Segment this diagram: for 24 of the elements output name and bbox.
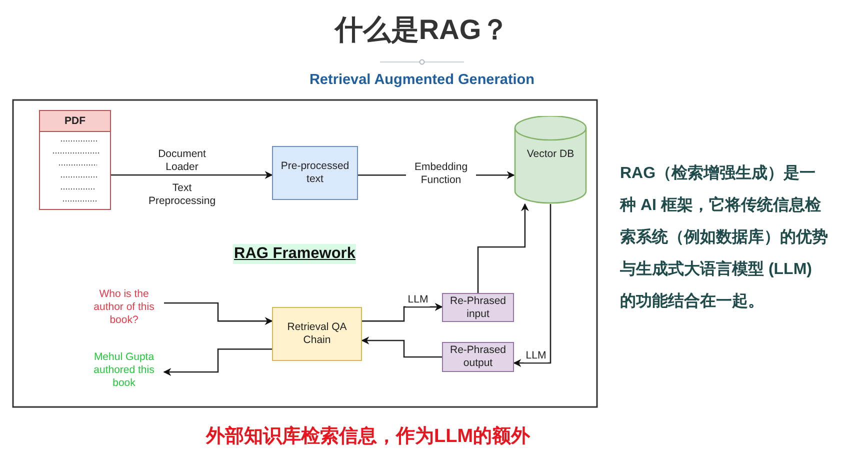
arrow <box>164 302 273 326</box>
arrow <box>513 204 552 367</box>
process-box: Re-Phrased output <box>442 342 514 372</box>
arrow <box>163 348 272 376</box>
cylinder-label: Vector DB <box>526 148 576 161</box>
process-box: Pre-processed text <box>272 146 358 200</box>
edge-label: LLM <box>406 294 430 306</box>
document-box <box>39 110 111 210</box>
arrow <box>361 336 442 358</box>
arrow <box>111 171 273 179</box>
subtitle: Retrieval Augmented Generation <box>308 72 536 88</box>
document-header: PDF <box>40 111 110 132</box>
question-text: Who is the author of this book? <box>84 287 164 327</box>
arrow <box>477 203 529 293</box>
title: 什么是RAG？ <box>333 13 510 47</box>
answer-text: Mehul Gupta authored this book <box>84 350 164 390</box>
edge-note: Text Preprocessing <box>147 182 217 208</box>
edge-label: LLM <box>524 350 548 362</box>
process-box: Re-Phrased input <box>442 293 514 322</box>
arrow <box>362 302 443 322</box>
caption-text: 外部知识库检索信息，作为LLM的额外 <box>206 425 530 449</box>
framework-heading: RAG Framework <box>233 244 356 264</box>
description-paragraph: RAG（检索增强生成）是一种 AI 框架，它将传统信息检索系统（例如数据库）的优势与生成式大语言模型 (LLM) 的功能结合在一起。 <box>620 163 828 312</box>
process-box: Retrieval QA Chain <box>272 307 362 361</box>
